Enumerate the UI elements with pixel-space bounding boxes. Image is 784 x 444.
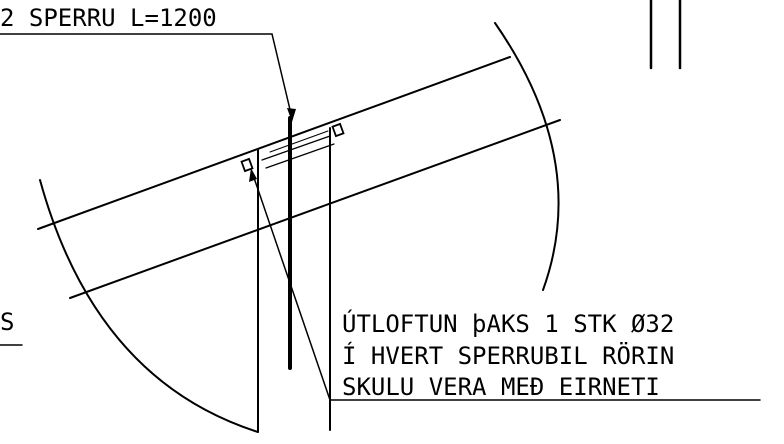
fragment-left-text: S — [0, 308, 14, 336]
detail-circle-arc — [494, 22, 560, 291]
vent-pipe — [257, 116, 331, 433]
rafter-band — [37, 56, 561, 299]
arrow-head-icon — [249, 168, 257, 182]
callout-top-text: 2 SPERRU L=1200 — [0, 4, 217, 32]
callout-note-leader — [249, 168, 761, 401]
callout-top-leader — [0, 33, 296, 122]
upper-right-posts — [649, 0, 682, 70]
pipe-top-detail — [240, 122, 345, 173]
callout-note-line-2: Í HVERT SPERRUBIL RÖRIN — [342, 341, 674, 370]
arrow-head-icon — [287, 108, 296, 122]
callout-note-line-3: SKULU VERA MEÐ EIRNETI — [342, 373, 660, 401]
callout-note-line-1: ÚTLOFTUN þAKS 1 STK Ø32 — [342, 308, 674, 338]
detail-circle-arc-left — [39, 179, 259, 433]
